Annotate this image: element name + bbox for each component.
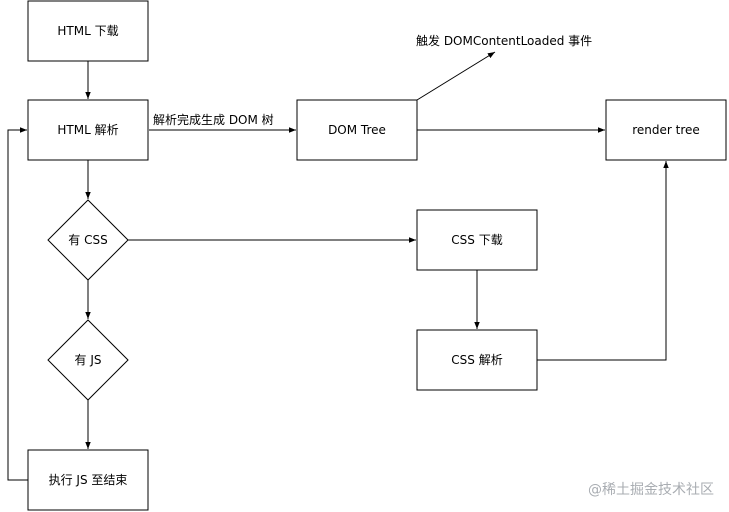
node-render-tree: render tree [605,99,727,161]
node-exec-js-label: 执行 JS 至结束 [49,473,128,487]
node-has-js: 有 JS [47,319,129,401]
node-css-download: CSS 下载 [416,209,538,271]
edge-label-dom-content-loaded: 触发 DOMContentLoaded 事件 [416,33,592,48]
node-has-css: 有 CSS [47,199,129,281]
node-dom-tree-label: DOM Tree [328,123,386,137]
node-css-download-label: CSS 下载 [451,233,502,247]
edge-exec-js-to-parse [7,127,28,481]
node-html-download: HTML 下载 [27,0,149,62]
node-css-parse-label: CSS 解析 [451,353,502,367]
node-exec-js: 执行 JS 至结束 [27,449,149,511]
edge-dom-to-event [416,51,496,101]
watermark-text: @稀土掘金技术社区 [588,482,714,498]
edges [7,51,669,481]
node-html-download-label: HTML 下载 [57,24,118,38]
edge-css-parse-to-render [537,161,669,361]
node-render-tree-label: render tree [632,123,700,137]
node-dom-tree: DOM Tree [296,99,418,161]
node-html-parse-label: HTML 解析 [57,123,118,137]
node-html-parse: HTML 解析 [27,99,149,161]
node-has-css-label: 有 CSS [68,233,107,247]
node-css-parse: CSS 解析 [416,329,538,391]
node-has-js-label: 有 JS [75,353,102,367]
edge-label-parse-done: 解析完成生成 DOM 树 [153,112,274,127]
